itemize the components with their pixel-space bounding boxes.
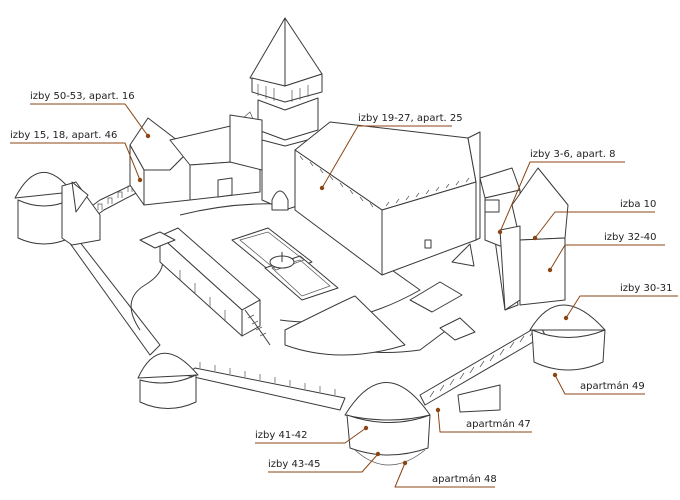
label-izba-10: izba 10 xyxy=(620,199,656,210)
garden xyxy=(231,227,339,301)
bastion-west xyxy=(14,172,101,246)
label-izby-50-53: izby 50-53, apart. 16 xyxy=(30,91,135,102)
east-buildings xyxy=(479,167,569,311)
bastion-south xyxy=(344,382,431,466)
courtyard xyxy=(130,203,476,353)
label-izby-30-31: izby 30-31 xyxy=(620,283,673,294)
label-izby-15-18: izby 15, 18, apart. 46 xyxy=(10,130,117,141)
label-apartman-48: apartmán 48 xyxy=(432,473,497,485)
bastion-sw xyxy=(137,352,199,409)
label-izby-3-6: izby 3-6, apart. 8 xyxy=(530,149,616,160)
leader-lines xyxy=(10,103,678,488)
label-apartman-47: apartmán 47 xyxy=(466,418,531,430)
terrace xyxy=(284,295,406,356)
room-labels: izby 50-53, apart. 16 izby 15, 18, apart… xyxy=(10,91,673,485)
label-izby-19-27: izby 19-27, apart. 25 xyxy=(358,113,463,124)
west-building xyxy=(139,227,271,346)
label-izby-32-40: izby 32-40 xyxy=(604,232,657,243)
label-izby-41-42: izby 41-42 xyxy=(255,430,308,441)
label-apartman-49: apartmán 49 xyxy=(580,380,645,392)
label-izby-43-45: izby 43-45 xyxy=(268,459,321,470)
central-building xyxy=(294,121,481,276)
